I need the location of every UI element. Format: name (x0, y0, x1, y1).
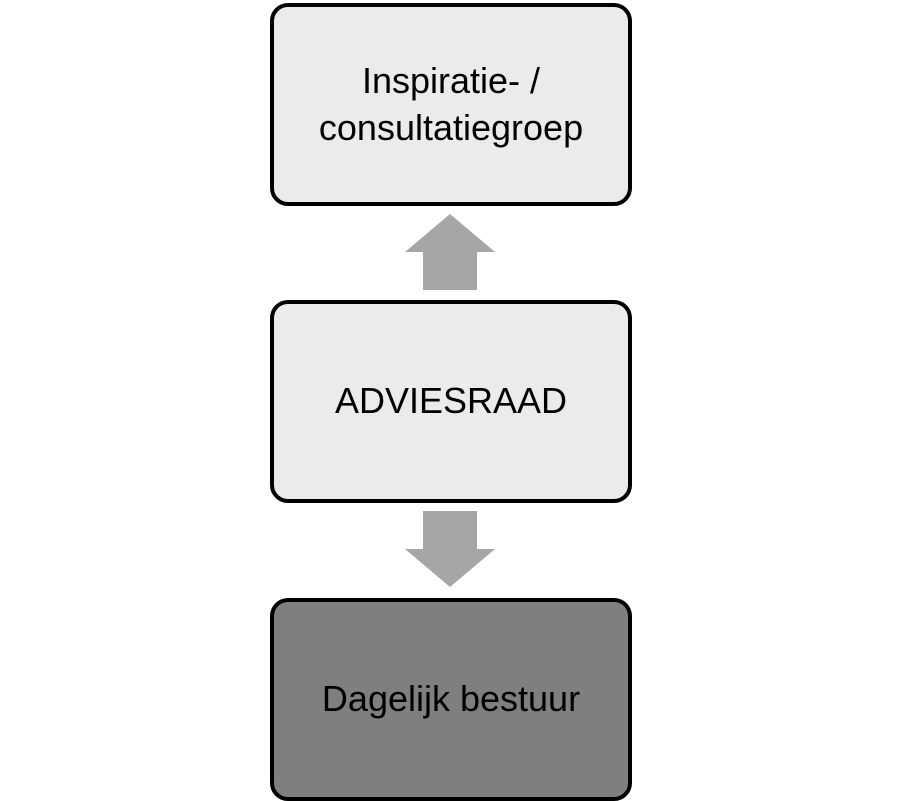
inspiratie-consultatiegroep-label: Inspiratie- / consultatiegroep (307, 58, 595, 152)
dagelijk-bestuur-box: Dagelijk bestuur (270, 598, 632, 801)
dagelijk-bestuur-label: Dagelijk bestuur (321, 678, 581, 720)
arrow-down-icon (405, 511, 495, 587)
arrow-up-shape (405, 214, 495, 290)
adviesraad-label: ADVIESRAAD (334, 380, 568, 422)
inspiratie-consultatiegroep-box: Inspiratie- / consultatiegroep (270, 3, 632, 206)
inspiratie-label-line1: Inspiratie- / (361, 59, 541, 101)
arrow-down-shape (405, 511, 495, 587)
arrow-up-icon (405, 214, 495, 290)
adviesraad-box: ADVIESRAAD (270, 300, 632, 503)
inspiratie-label-line2: consultatiegroep (318, 106, 584, 148)
